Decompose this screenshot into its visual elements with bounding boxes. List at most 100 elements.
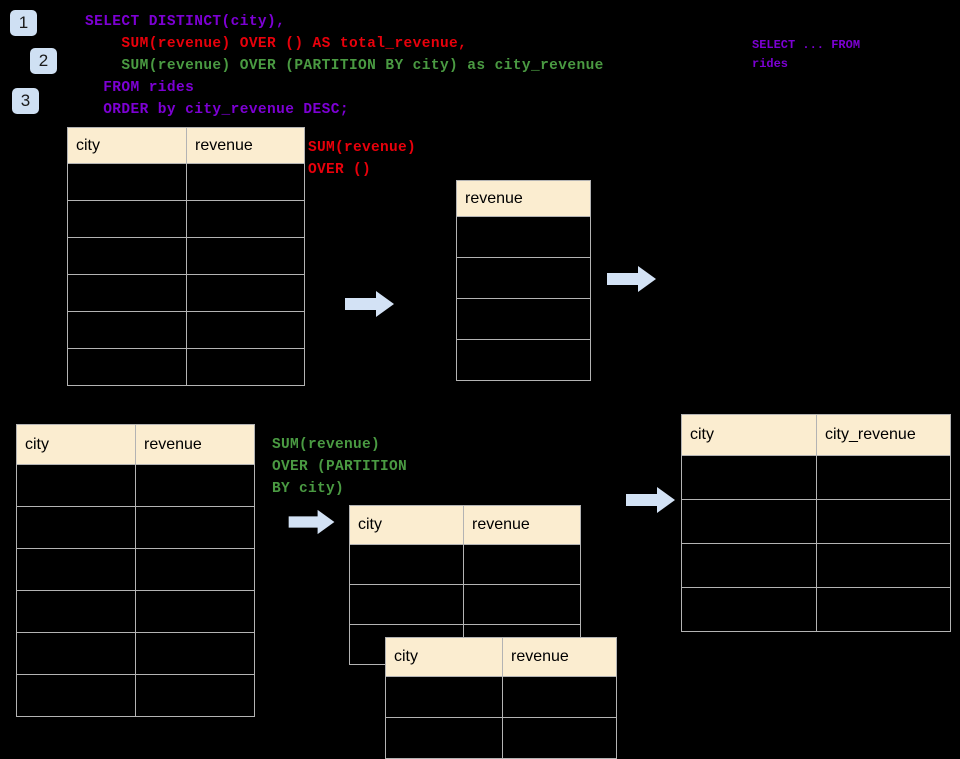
column-header-city: city [349,505,464,545]
cell-revenue [135,506,255,549]
column-header-revenue: revenue [135,424,255,465]
cell-city [349,544,464,585]
table-total-revenue: revenue [456,180,591,381]
table-row [385,717,617,759]
arrow-right-icon-2 [607,266,656,292]
cell-city [16,548,136,591]
table-row [349,544,581,585]
annotation-over-empty: SUM(revenue) OVER () [308,140,417,178]
cell-revenue [186,237,305,275]
table-row [385,676,617,718]
cell-city [349,584,464,625]
step-badge-2: 2 [30,48,57,74]
table-row [67,237,305,275]
cell-revenue [186,274,305,312]
table-header-row: city city_revenue [681,414,951,456]
cell-city [16,674,136,717]
cell-city [681,587,817,632]
sql-line-total-revenue: SUM(revenue) OVER () AS total_revenue, [85,36,468,52]
cell-revenue [186,348,305,386]
cell-city-revenue [816,455,951,500]
step-badge-1: 1 [10,10,37,36]
column-header-revenue: revenue [456,180,591,217]
table-row [16,674,255,717]
cell-revenue [502,676,617,718]
table-rides-bottom: city revenue [16,424,255,717]
cell-city [67,311,187,349]
cell-city-revenue [816,587,951,632]
cell-revenue [135,674,255,717]
cell-revenue [186,200,305,238]
column-header-revenue: revenue [186,127,305,164]
cell-revenue [456,216,591,258]
cell-revenue [135,464,255,507]
table-rides-top: city revenue [67,127,305,386]
sql-line-order-by: ORDER by city_revenue DESC; [85,102,349,118]
cell-revenue [456,257,591,299]
table-row [681,499,951,544]
table-row [681,543,951,588]
table-header-row: city revenue [67,127,305,164]
arrow-right-icon-4 [626,487,675,513]
table-row [456,339,591,381]
cell-city [16,506,136,549]
cell-revenue [135,548,255,591]
table-row [67,311,305,349]
step-badge-3: 3 [12,88,39,114]
cell-city [681,455,817,500]
column-header-city: city [16,424,136,465]
sql-line-from: FROM rides [85,80,195,96]
cell-city [67,163,187,201]
diagram-canvas: 1 2 3 SELECT DISTINCT(city), SUM(revenue… [10,10,951,759]
cell-revenue [186,311,305,349]
table-row [456,257,591,299]
cell-revenue [463,584,581,625]
cell-city [67,200,187,238]
cell-revenue [463,544,581,585]
table-header-row: revenue [456,180,591,217]
column-header-revenue: revenue [463,505,581,545]
table-row [16,548,255,591]
cell-city [16,590,136,633]
cell-revenue [456,339,591,381]
cell-city [67,274,187,312]
cell-revenue [502,717,617,759]
table-row [349,584,581,625]
cell-city [67,348,187,386]
column-header-city: city [67,127,187,164]
cell-city [681,499,817,544]
annotation-source-select: SELECT ... FROM rides [752,38,861,71]
table-city-revenue-result: city city_revenue [681,414,951,632]
cell-city-revenue [816,499,951,544]
sql-line-select: SELECT DISTINCT(city), [85,14,286,30]
arrow-right-icon-1 [345,291,394,317]
table-row [67,200,305,238]
column-header-city: city [681,414,817,456]
column-header-city-revenue: city_revenue [816,414,951,456]
table-row [681,587,951,632]
table-header-row: city revenue [349,505,581,545]
column-header-city: city [385,637,503,677]
column-header-revenue: revenue [502,637,617,677]
table-header-row: city revenue [16,424,255,465]
table-partition-b: city revenue [385,637,617,759]
table-row [67,348,305,386]
table-row [456,298,591,340]
cell-revenue [186,163,305,201]
table-row [16,590,255,633]
cell-revenue [135,590,255,633]
table-row [16,464,255,507]
cell-city-revenue [816,543,951,588]
table-row [67,274,305,312]
sql-line-city-revenue: SUM(revenue) OVER (PARTITION BY city) as… [85,58,604,74]
table-row [456,216,591,258]
cell-city [67,237,187,275]
table-header-row: city revenue [385,637,617,677]
cell-city [385,676,503,718]
cell-city [16,632,136,675]
table-row [16,632,255,675]
arrow-right-icon-3 [288,509,335,535]
cell-revenue [456,298,591,340]
table-row [67,163,305,201]
table-row [16,506,255,549]
